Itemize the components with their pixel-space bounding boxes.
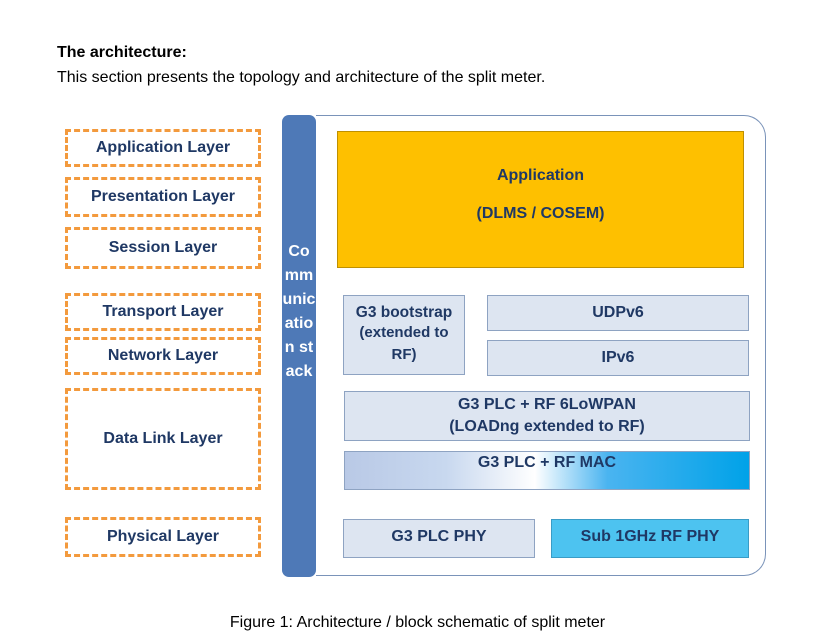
osi-physical-layer: Physical Layer bbox=[65, 517, 261, 557]
sub1ghz-rf-phy-label: Sub 1GHz RF PHY bbox=[580, 527, 720, 545]
mac-label: G3 PLC + RF MAC bbox=[477, 454, 617, 471]
sixlowpan-note: (LOADng extended to RF) bbox=[449, 418, 645, 435]
g3-bootstrap-note: (extended to RF) bbox=[359, 324, 449, 363]
application-title: Application bbox=[496, 166, 585, 184]
stack-frame bbox=[316, 115, 766, 576]
g3-plc-phy-label: G3 PLC PHY bbox=[391, 527, 487, 545]
mac-block: G3 PLC + RF MAC bbox=[344, 451, 750, 490]
osi-transport-label: Transport Layer bbox=[102, 303, 224, 320]
osi-session-label: Session Layer bbox=[108, 239, 218, 256]
osi-presentation-label: Presentation Layer bbox=[90, 188, 236, 205]
osi-physical-label: Physical Layer bbox=[106, 528, 220, 545]
osi-data-link-layer: Data Link Layer bbox=[65, 388, 261, 490]
osi-application-layer: Application Layer bbox=[65, 129, 261, 167]
application-block: Application (DLMS / COSEM) bbox=[337, 131, 744, 268]
figure-caption: Figure 1: Architecture / block schematic… bbox=[229, 614, 606, 631]
section-title: The architecture: bbox=[57, 44, 187, 61]
section-subtitle: This section presents the topology and a… bbox=[57, 69, 546, 86]
sixlowpan-block: G3 PLC + RF 6LoWPAN (LOADng extended to … bbox=[344, 391, 750, 441]
g3-plc-phy-block: G3 PLC PHY bbox=[343, 519, 535, 558]
application-protocol: (DLMS / COSEM) bbox=[476, 204, 605, 222]
ipv6-label: IPv6 bbox=[601, 349, 635, 366]
osi-transport-layer: Transport Layer bbox=[65, 293, 261, 331]
sixlowpan-title: G3 PLC + RF 6LoWPAN bbox=[458, 396, 636, 413]
udpv6-label: UDPv6 bbox=[592, 304, 644, 321]
udpv6-block: UDPv6 bbox=[487, 295, 749, 331]
osi-data-link-label: Data Link Layer bbox=[103, 430, 223, 447]
communication-stack-label: Communication stack bbox=[282, 243, 316, 380]
sub1ghz-rf-phy-block: Sub 1GHz RF PHY bbox=[551, 519, 749, 558]
g3-bootstrap-block: G3 bootstrap (extended to RF) bbox=[343, 295, 465, 375]
osi-presentation-layer: Presentation Layer bbox=[65, 177, 261, 217]
osi-network-label: Network Layer bbox=[107, 347, 219, 364]
osi-session-layer: Session Layer bbox=[65, 227, 261, 269]
osi-application-label: Application Layer bbox=[95, 139, 231, 156]
g3-bootstrap-title: G3 bootstrap bbox=[355, 304, 453, 321]
communication-stack-bar bbox=[282, 115, 316, 577]
osi-network-layer: Network Layer bbox=[65, 337, 261, 375]
ipv6-block: IPv6 bbox=[487, 340, 749, 376]
